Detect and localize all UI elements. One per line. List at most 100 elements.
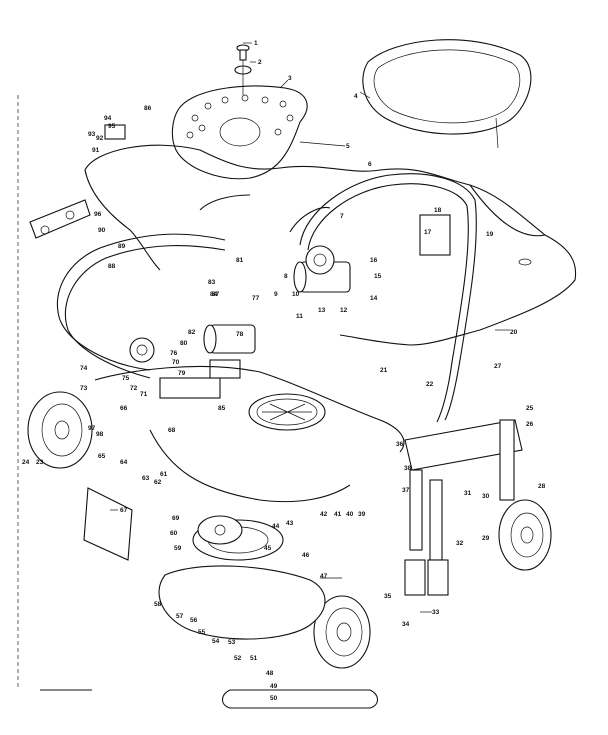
label-56: 56 <box>190 617 198 624</box>
label-66: 66 <box>120 405 128 412</box>
label-98: 98 <box>96 431 104 438</box>
label-93: 93 <box>88 131 96 138</box>
label-19: 19 <box>486 231 494 238</box>
label-7: 7 <box>340 213 344 220</box>
label-73: 73 <box>80 385 88 392</box>
label-63: 63 <box>142 475 150 482</box>
label-14: 14 <box>370 295 378 302</box>
label-88: 88 <box>108 263 116 270</box>
label-59: 59 <box>174 545 182 552</box>
label-85: 85 <box>218 405 226 412</box>
label-38: 38 <box>404 465 412 472</box>
blade <box>221 689 379 709</box>
label-92: 92 <box>96 135 104 142</box>
label-27: 27 <box>494 363 502 370</box>
engine-assembly <box>129 245 351 399</box>
label-83: 83 <box>208 279 216 286</box>
label-43: 43 <box>286 520 294 527</box>
label-64: 64 <box>120 459 128 466</box>
label-39: 39 <box>358 511 366 518</box>
label-29: 29 <box>482 535 490 542</box>
label-11: 11 <box>296 313 303 320</box>
label-89: 89 <box>118 243 126 250</box>
label-78: 78 <box>236 331 244 338</box>
label-95: 95 <box>108 123 116 130</box>
front-right-wheel <box>498 499 552 571</box>
label-2: 2 <box>258 59 262 66</box>
label-77: 77 <box>252 295 260 302</box>
label-82: 82 <box>188 329 196 336</box>
label-52: 52 <box>234 655 242 662</box>
label-15: 15 <box>374 273 382 280</box>
label-70: 70 <box>172 359 180 366</box>
label-68: 68 <box>168 427 176 434</box>
label-8: 8 <box>284 273 288 280</box>
deck-body <box>94 365 405 503</box>
label-74: 74 <box>80 365 88 372</box>
label-20: 20 <box>510 329 518 336</box>
label-45: 45 <box>264 545 272 552</box>
label-87: 87 <box>212 291 220 298</box>
label-22: 22 <box>426 381 434 388</box>
label-40: 40 <box>346 511 354 518</box>
frame-tubes <box>56 173 477 423</box>
cutting-deck <box>158 515 326 640</box>
label-51: 51 <box>250 655 258 662</box>
label-75: 75 <box>122 375 130 382</box>
label-10: 10 <box>292 291 300 298</box>
label-47: 47 <box>320 573 328 580</box>
label-21: 21 <box>380 367 388 374</box>
seat-cushion <box>362 39 532 149</box>
step-plate <box>83 487 133 561</box>
label-3: 3 <box>288 75 292 82</box>
part-labels: 1 2 3 4 5 6 7 8 9 10 11 12 13 14 15 16 1… <box>22 40 546 702</box>
label-69: 69 <box>172 515 180 522</box>
label-53: 53 <box>228 639 236 646</box>
label-79: 79 <box>178 370 186 377</box>
label-46: 46 <box>302 552 310 559</box>
label-6: 6 <box>368 161 372 168</box>
label-9: 9 <box>274 291 278 298</box>
label-60: 60 <box>170 530 178 537</box>
label-54: 54 <box>212 638 220 645</box>
label-23: 23 <box>36 459 44 466</box>
label-72: 72 <box>130 385 138 392</box>
label-17: 17 <box>424 229 432 236</box>
label-35: 35 <box>384 593 392 600</box>
label-18: 18 <box>434 207 442 214</box>
label-55: 55 <box>198 629 206 636</box>
front-axle <box>404 419 523 596</box>
label-24: 24 <box>22 459 30 466</box>
label-28: 28 <box>538 483 546 490</box>
label-30: 30 <box>482 493 490 500</box>
bracket-parts <box>29 124 451 256</box>
label-65: 65 <box>98 453 106 460</box>
seat-pan <box>171 85 308 180</box>
label-86: 86 <box>144 105 152 112</box>
label-26: 26 <box>526 421 534 428</box>
label-16: 16 <box>370 257 378 264</box>
label-90: 90 <box>98 227 106 234</box>
label-34: 34 <box>402 621 410 628</box>
label-48: 48 <box>266 670 274 677</box>
label-61: 61 <box>160 471 168 478</box>
body-hood <box>84 144 577 346</box>
seat-knob <box>234 44 252 95</box>
label-33: 33 <box>432 609 440 616</box>
label-13: 13 <box>318 307 326 314</box>
front-left-wheel <box>313 595 371 669</box>
label-62: 62 <box>154 479 162 486</box>
label-25: 25 <box>526 405 534 412</box>
label-37: 37 <box>402 487 410 494</box>
label-32: 32 <box>456 540 464 547</box>
label-58: 58 <box>154 601 162 608</box>
label-4: 4 <box>354 93 358 100</box>
label-44: 44 <box>272 523 280 530</box>
label-31: 31 <box>464 490 472 497</box>
label-76: 76 <box>170 350 178 357</box>
label-91: 91 <box>92 147 100 154</box>
label-57: 57 <box>176 613 184 620</box>
label-80: 80 <box>180 340 188 347</box>
label-71: 71 <box>140 391 148 398</box>
